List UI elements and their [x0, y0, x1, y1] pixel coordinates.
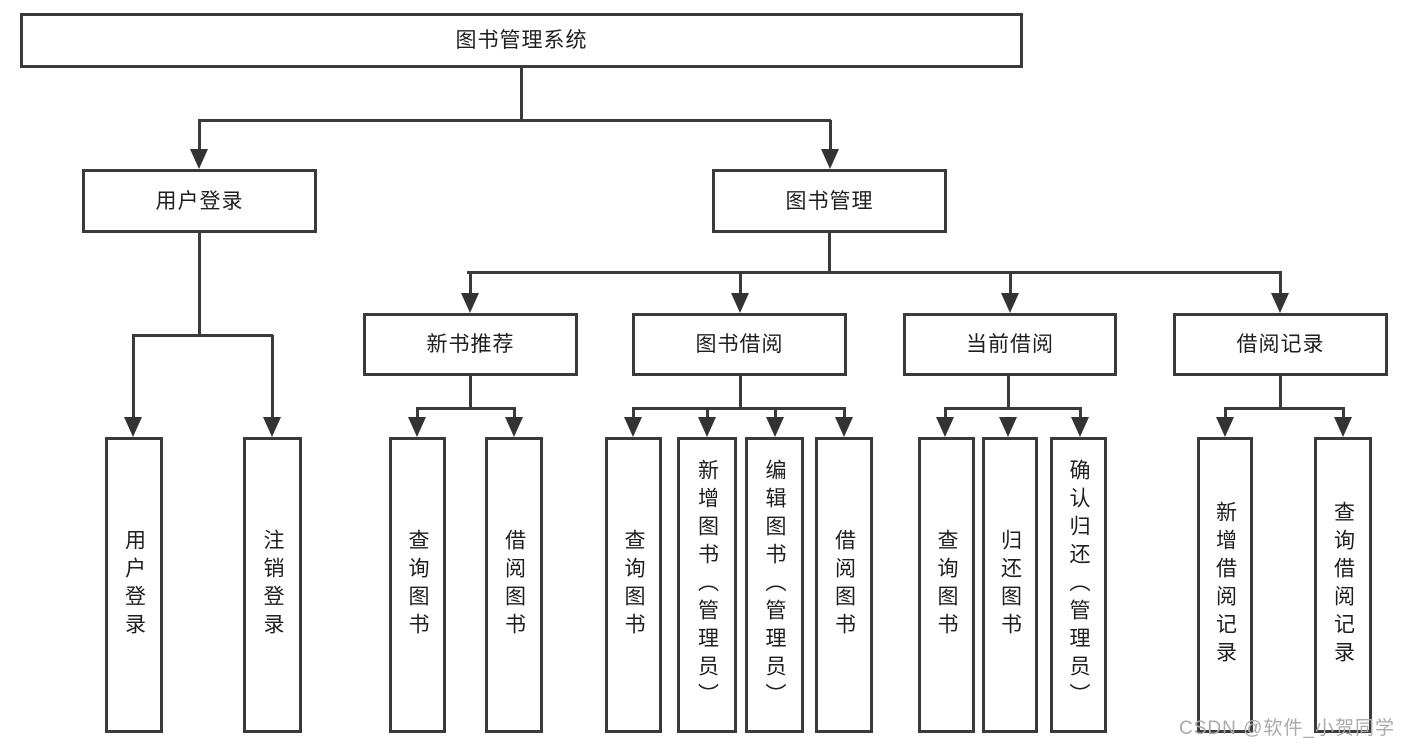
- connector-line: [469, 376, 472, 410]
- arrow-down-icon: [835, 417, 853, 437]
- arrow-down-icon: [190, 149, 208, 169]
- node-user-login-leaf: 用户登录: [105, 437, 163, 733]
- arrow-down-icon: [1071, 417, 1089, 437]
- connector-line: [271, 335, 274, 420]
- connector-line: [632, 408, 635, 421]
- arrow-down-icon: [263, 417, 281, 437]
- node-label: 用户登录: [122, 529, 146, 641]
- arrow-down-icon: [408, 417, 426, 437]
- node-borrow-books-borrowing: 借阅图书: [815, 437, 873, 733]
- connector-line: [198, 120, 201, 152]
- arrow-down-icon: [698, 417, 716, 437]
- node-label: 查询图书: [935, 529, 958, 641]
- connector-line: [520, 68, 523, 122]
- node-user-login-branch: 用户登录: [82, 169, 317, 233]
- node-label: 查询图书: [622, 529, 645, 641]
- connector-line: [843, 408, 846, 421]
- node-label: 借阅图书: [502, 529, 526, 641]
- arrow-down-icon: [624, 417, 642, 437]
- node-label: 确认归还（管理员）: [1067, 459, 1090, 711]
- node-borrow-books-recommend: 借阅图书: [485, 437, 543, 733]
- connector-line: [829, 120, 832, 152]
- node-query-borrow-record: 查询借阅记录: [1314, 437, 1372, 733]
- node-label: 查询借阅记录: [1331, 501, 1355, 669]
- connector-line: [632, 407, 846, 410]
- connector-line: [469, 272, 472, 296]
- arrow-down-icon: [731, 293, 749, 313]
- arrow-down-icon: [1001, 293, 1019, 313]
- node-book-management: 图书管理: [712, 169, 947, 233]
- connector-line: [774, 408, 777, 421]
- connector-line: [1224, 407, 1345, 410]
- node-query-books-recommend: 查询图书: [389, 437, 446, 733]
- node-label: 图书借阅: [695, 333, 784, 356]
- node-logout: 注销登录: [243, 437, 302, 733]
- connector-line: [198, 119, 831, 122]
- node-borrowing-records: 借阅记录: [1173, 313, 1388, 376]
- arrow-down-icon: [1216, 417, 1234, 437]
- connector-line: [1007, 376, 1010, 410]
- connector-line: [1279, 376, 1282, 410]
- connector-line: [739, 272, 742, 296]
- node-label: 当前借阅: [966, 333, 1054, 356]
- node-edit-books-admin: 编辑图书（管理员）: [745, 437, 804, 733]
- node-label: 图书管理系统: [455, 29, 588, 52]
- connector-line: [1224, 408, 1227, 421]
- arrow-down-icon: [1334, 417, 1352, 437]
- connector-line: [944, 407, 1082, 410]
- connector-line: [944, 408, 947, 421]
- node-confirm-return-admin: 确认归还（管理员）: [1050, 437, 1107, 733]
- connector-line: [416, 408, 419, 421]
- connector-line: [132, 334, 273, 337]
- arrow-down-icon: [936, 417, 954, 437]
- node-new-book-recommendation: 新书推荐: [363, 313, 578, 376]
- node-add-books-admin: 新增图书（管理员）: [677, 437, 737, 733]
- connector-line: [828, 233, 831, 274]
- connector-line: [1079, 408, 1082, 421]
- arrow-down-icon: [1271, 293, 1289, 313]
- node-label: 图书管理: [785, 189, 874, 213]
- connector-line: [1342, 408, 1345, 421]
- node-return-books: 归还图书: [982, 437, 1038, 733]
- node-label: 归还图书: [998, 529, 1022, 641]
- node-library-management-system: 图书管理系统: [20, 13, 1023, 68]
- connector-line: [1279, 272, 1282, 296]
- node-label: 借阅记录: [1236, 333, 1325, 356]
- connector-line: [513, 408, 516, 421]
- connector-line: [706, 408, 709, 421]
- node-current-borrowing: 当前借阅: [903, 313, 1117, 376]
- connector-line: [132, 335, 135, 420]
- node-label: 新增借阅记录: [1213, 501, 1237, 669]
- connector-line: [467, 271, 1282, 274]
- node-label: 新书推荐: [426, 333, 515, 356]
- node-query-books-borrowing: 查询图书: [605, 437, 662, 733]
- watermark: CSDN @软件_小贺同学: [1179, 718, 1395, 739]
- node-label: 查询图书: [406, 529, 429, 641]
- connector-line: [1009, 272, 1012, 296]
- arrow-down-icon: [821, 149, 839, 169]
- node-label: 新增图书（管理员）: [695, 459, 719, 711]
- arrow-down-icon: [505, 417, 523, 437]
- node-label: 注销登录: [261, 529, 284, 641]
- arrow-down-icon: [766, 417, 784, 437]
- node-book-borrowing: 图书借阅: [632, 313, 847, 376]
- node-query-books-current: 查询图书: [918, 437, 975, 733]
- connector-line: [198, 233, 201, 337]
- connector-line: [739, 376, 742, 410]
- connector-line: [416, 407, 516, 410]
- arrow-down-icon: [999, 417, 1017, 437]
- node-label: 编辑图书（管理员）: [763, 459, 786, 711]
- node-add-borrow-record: 新增借阅记录: [1197, 437, 1253, 733]
- node-label: 借阅图书: [832, 529, 856, 641]
- arrow-down-icon: [461, 293, 479, 313]
- arrow-down-icon: [124, 417, 142, 437]
- node-label: 用户登录: [155, 189, 244, 213]
